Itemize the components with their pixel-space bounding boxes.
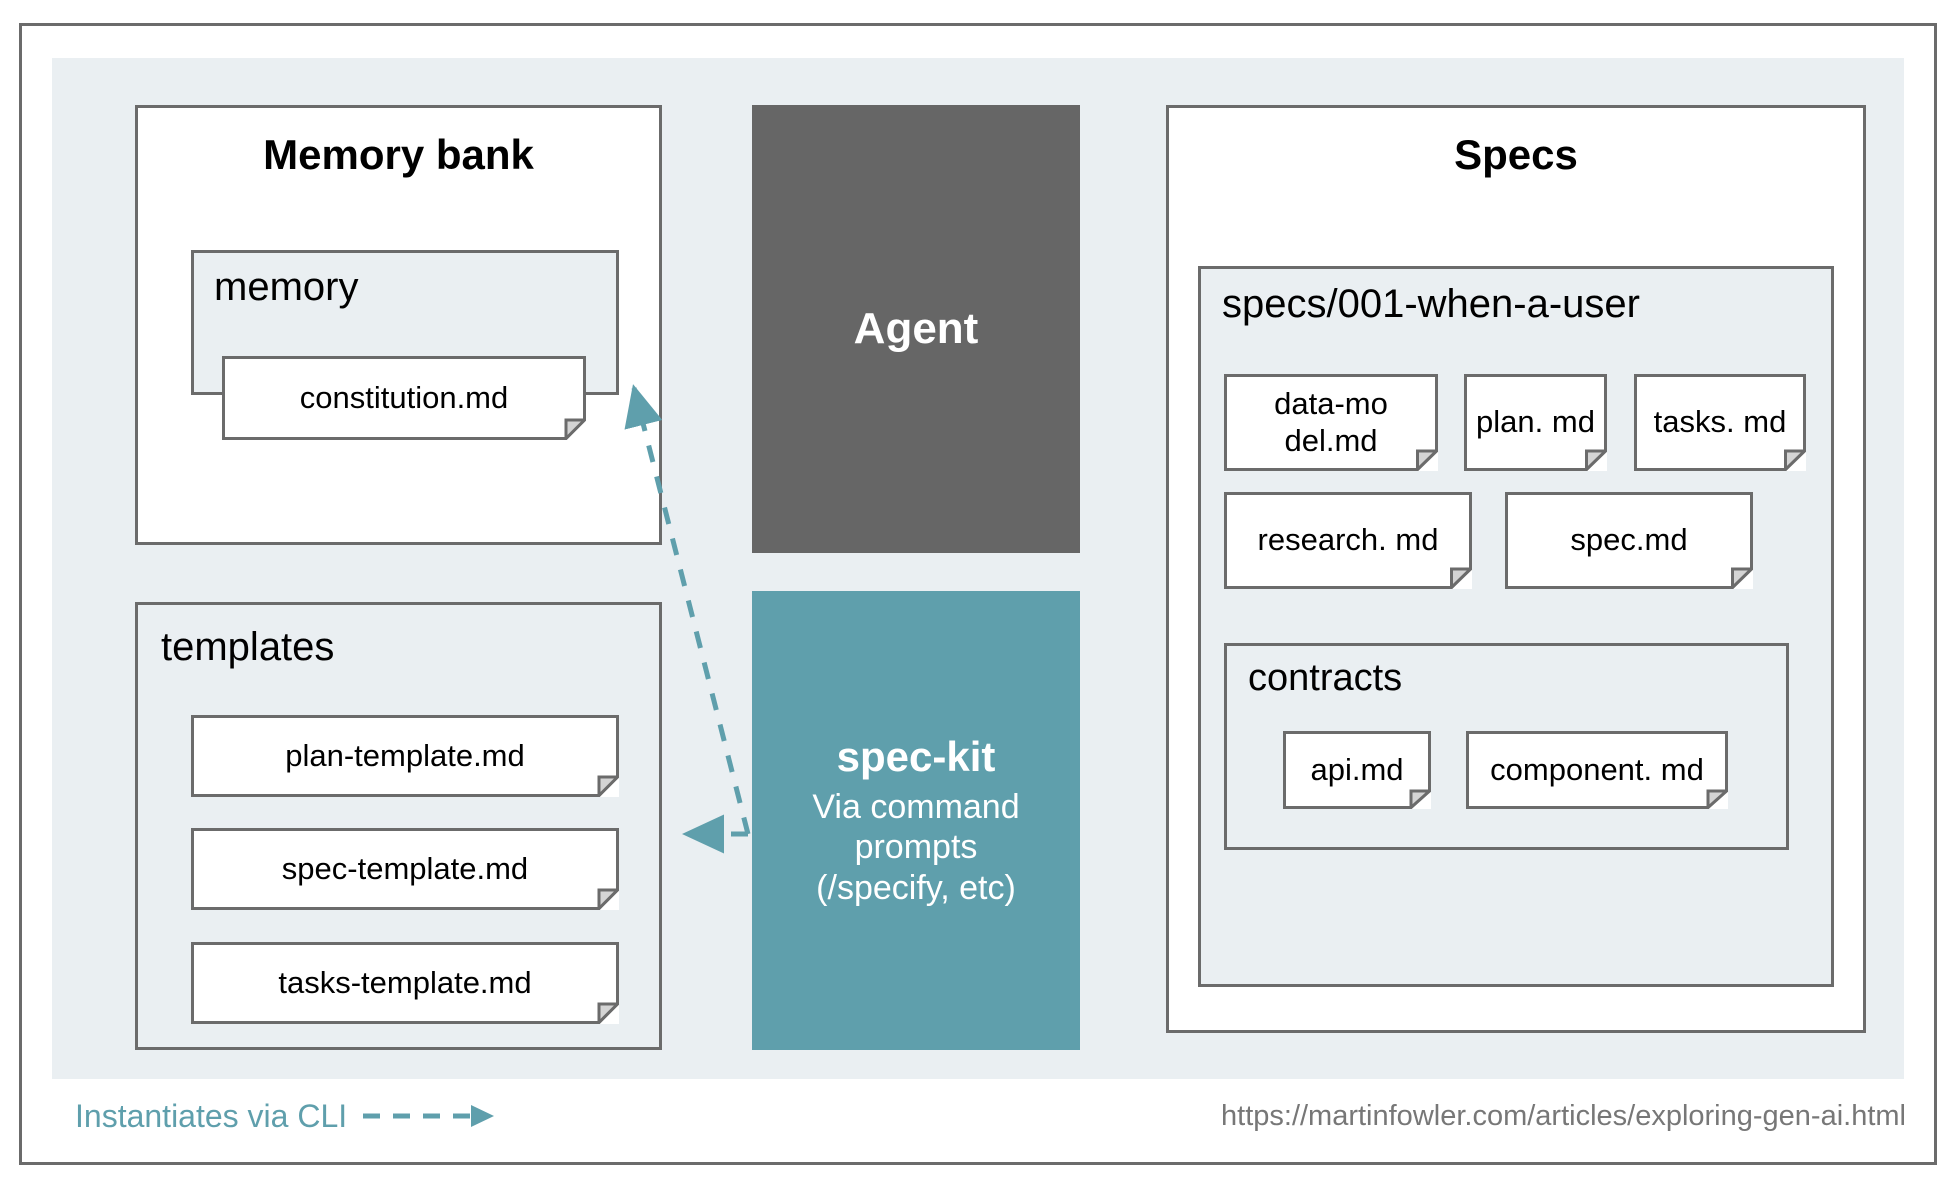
file-card-label: research. md <box>1257 522 1439 558</box>
legend-label: Instantiates via CLI <box>75 1097 348 1134</box>
file-card-spec-template[interactable]: spec-template.md <box>191 828 619 910</box>
file-card-label: spec.md <box>1570 522 1688 558</box>
file-card-label: constitution.md <box>299 379 509 415</box>
file-card-label: plan. md <box>1476 404 1595 440</box>
agent-block[interactable]: Agent <box>752 105 1080 553</box>
file-card-tasks[interactable]: tasks. md <box>1634 374 1806 471</box>
contracts-title: contracts <box>1248 657 1403 699</box>
templates-title: templates <box>161 625 335 669</box>
file-card-label: tasks-template.md <box>278 964 532 1000</box>
file-card-plan-template[interactable]: plan-template.md <box>191 715 619 797</box>
specs-feature-title: specs/001-when-a-user <box>1222 282 1640 326</box>
file-card-label: tasks. md <box>1653 404 1787 440</box>
file-card-tasks-template[interactable]: tasks-template.md <box>191 942 619 1024</box>
source-url: https://martinfowler.com/articles/explor… <box>1221 1099 1906 1132</box>
memory-subgroup-title: memory <box>214 265 359 309</box>
file-card-plan[interactable]: plan. md <box>1464 374 1607 471</box>
file-card-label: data-mo del.md <box>1274 385 1388 458</box>
file-card-component[interactable]: component. md <box>1466 731 1728 809</box>
spec-kit-subtitle: Via command prompts (/specify, etc) <box>812 788 1020 907</box>
file-card-label: api.md <box>1310 751 1404 787</box>
legend: Instantiates via CLI <box>75 1095 501 1137</box>
spec-kit-block[interactable]: spec-kit Via command prompts (/specify, … <box>752 591 1080 1050</box>
agent-title: Agent <box>853 304 979 353</box>
file-card-api[interactable]: api.md <box>1283 731 1431 809</box>
file-card-label: plan-template.md <box>285 737 525 773</box>
spec-kit-title: spec-kit <box>836 733 996 781</box>
memory-bank-title: Memory bank <box>263 131 534 178</box>
file-card-research[interactable]: research. md <box>1224 492 1472 589</box>
file-card-spec[interactable]: spec.md <box>1505 492 1753 589</box>
file-card-constitution[interactable]: constitution.md <box>222 356 586 440</box>
file-card-label: component. md <box>1490 751 1704 787</box>
file-card-data-model[interactable]: data-mo del.md <box>1224 374 1438 471</box>
file-card-label: spec-template.md <box>281 850 529 886</box>
dashed-arrow-icon <box>363 1105 495 1127</box>
specs-title: Specs <box>1454 131 1578 178</box>
